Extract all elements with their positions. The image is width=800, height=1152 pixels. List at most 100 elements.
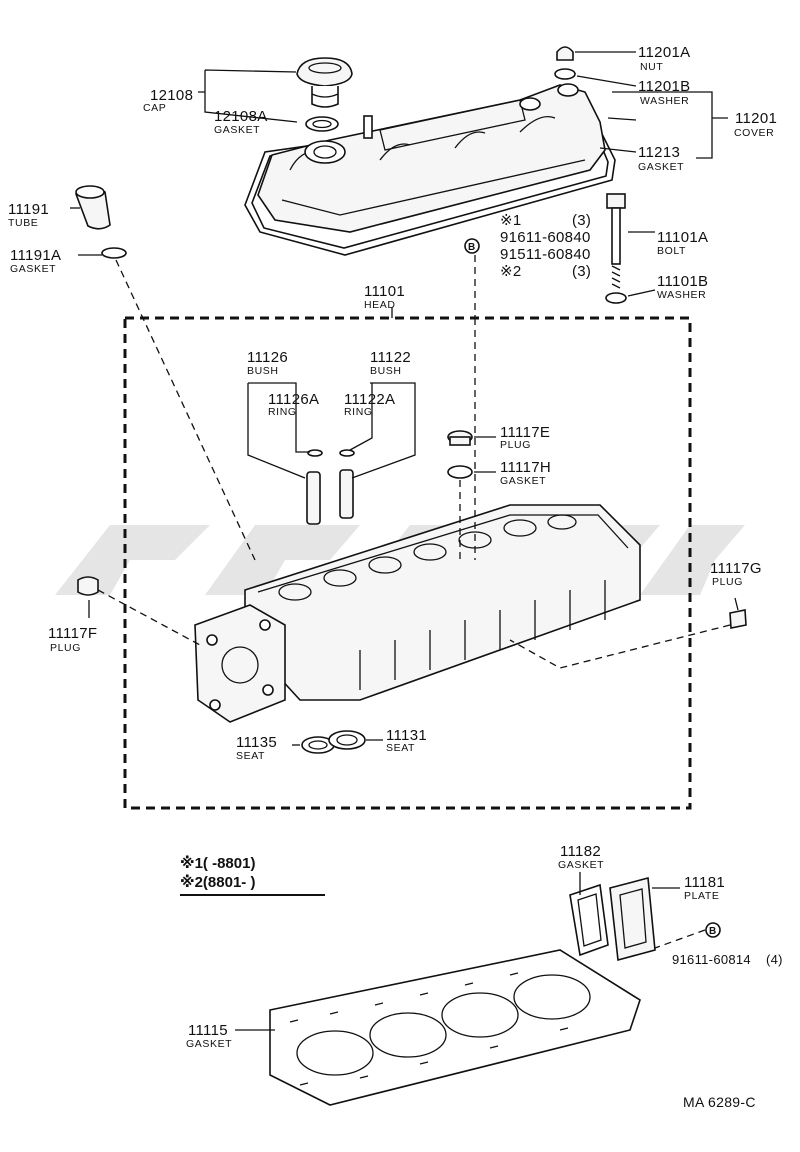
label-11117E: 11117E PLUG [500,424,550,451]
svg-text:91511-60840: 91511-60840 [500,246,591,263]
svg-text:11181: 11181 [684,874,725,891]
svg-text:RING: RING [268,406,297,418]
svg-text:(3): (3) [572,263,591,280]
svg-text:GASKET: GASKET [214,124,260,136]
svg-text:CAP: CAP [143,102,166,114]
svg-text:HEAD: HEAD [364,299,396,311]
label-11117H: 11117H GASKET [500,459,551,487]
label-11182: 11182 GASKET [558,843,604,871]
svg-text:TUBE: TUBE [8,217,38,229]
svg-text:11117H: 11117H [500,459,551,476]
plug-11117F-shape [77,576,99,596]
label-11115: 11115 GASKET [186,1022,232,1050]
cover-plate-and-gasket-shape [569,876,656,962]
svg-text:RING: RING [344,406,373,418]
svg-text:PLUG: PLUG [500,439,531,451]
svg-text:※2: ※2 [500,263,522,280]
leader-lines [70,51,739,1031]
svg-text:GASKET: GASKET [10,263,56,275]
label-11101B: 11101B WASHER [657,273,708,301]
svg-text:11101: 11101 [364,283,405,300]
svg-text:11201: 11201 [735,110,777,127]
svg-text:11117E: 11117E [500,424,550,441]
svg-text:11126A: 11126A [268,391,319,408]
plug-11117G-shape [729,609,747,629]
svg-text:COVER: COVER [734,127,774,139]
svg-text:(4): (4) [766,952,783,967]
svg-text:NUT: NUT [640,61,663,73]
svg-text:※1: ※1 [500,212,522,229]
svg-text:GASKET: GASKET [638,161,684,173]
svg-text:11191A: 11191A [10,247,61,264]
label-bolt-spec: ※1 (3) 91611-60840 91511-60840 ※2 (3) [500,212,591,280]
label-11135: 11135 SEAT [236,734,277,762]
figure-code: MA 6289-C [683,1094,756,1110]
label-11101: 11101 HEAD [364,283,405,311]
svg-text:11126: 11126 [247,349,288,366]
svg-text:11101A: 11101A [657,229,708,246]
label-11181: 11181 PLATE [684,874,725,902]
svg-text:PLATE: PLATE [684,890,719,902]
plug-11117E-shape [447,430,473,479]
svg-text:11122A: 11122A [344,391,395,408]
cylinder-head-shape [194,504,641,723]
svg-text:11115: 11115 [188,1022,228,1039]
valve-seats-shape [301,730,366,754]
label-11122: 11122 BUSH [370,349,411,377]
label-11201B: 11201B WASHER [638,78,690,107]
label-12108A: 12108A GASKET [214,108,268,136]
label-12108: 12108 CAP [143,87,193,114]
label-11126A: 11126A RING [268,391,319,418]
valve-cover-shape [257,83,606,233]
label-11201: 11201 COVER [734,110,777,139]
svg-text:GASKET: GASKET [186,1038,232,1050]
svg-text:11182: 11182 [560,843,601,860]
label-11213: 11213 GASKET [638,144,684,173]
label-11201A: 11201A NUT [638,44,690,73]
notes-block: ※1( -8801) ※2(8801- ) [180,854,255,891]
head-bolt-shape [605,193,627,304]
svg-text:11117F: 11117F [48,625,97,642]
svg-text:11131: 11131 [386,727,427,744]
assembly-dashed-lines [97,255,731,949]
svg-text:91611-60814: 91611-60814 [672,952,751,967]
svg-text:(3): (3) [572,212,591,229]
cylinder-head-group-box [123,316,692,810]
svg-text:GASKET: GASKET [500,475,546,487]
cover-nut-shape [554,46,576,80]
svg-text:SEAT: SEAT [236,750,265,762]
svg-text:11191: 11191 [8,201,49,218]
svg-text:11213: 11213 [638,144,680,161]
svg-text:11101B: 11101B [657,273,708,290]
label-91611-60814: 91611-60814 (4) [672,952,783,967]
svg-text:BUSH: BUSH [247,365,279,377]
valve-guide-bushes [306,449,355,525]
svg-text:11117G: 11117G [710,560,762,577]
svg-text:11122: 11122 [370,349,411,366]
svg-text:BUSH: BUSH [370,365,402,377]
bolt-mark-b-icon: B [464,238,480,254]
cap-gasket-ring [305,116,339,132]
label-11131: 11131 SEAT [386,727,427,754]
svg-text:91611-60840: 91611-60840 [500,229,591,246]
svg-text:11201A: 11201A [638,44,690,61]
svg-text:B: B [468,242,475,253]
svg-text:12108: 12108 [150,87,193,104]
label-11117G: 11117G PLUG [710,560,762,588]
svg-text:12108A: 12108A [214,108,268,125]
label-11117F: 11117F PLUG [48,625,97,654]
svg-text:WASHER: WASHER [640,95,689,107]
svg-text:BOLT: BOLT [657,245,686,257]
svg-text:PLUG: PLUG [712,576,743,588]
label-11126: 11126 BUSH [247,349,288,377]
oil-filler-cap-shape [296,57,353,108]
plate-bolt-mark-b-icon: B [705,922,721,938]
svg-text:PLUG: PLUG [50,642,81,654]
label-11191: 11191 TUBE [8,201,49,229]
svg-text:11201B: 11201B [638,78,690,95]
svg-text:SEAT: SEAT [386,742,415,754]
svg-text:※2(8801- ): ※2(8801- ) [180,873,255,891]
label-11191A: 11191A GASKET [10,247,61,275]
svg-text:GASKET: GASKET [558,859,604,871]
